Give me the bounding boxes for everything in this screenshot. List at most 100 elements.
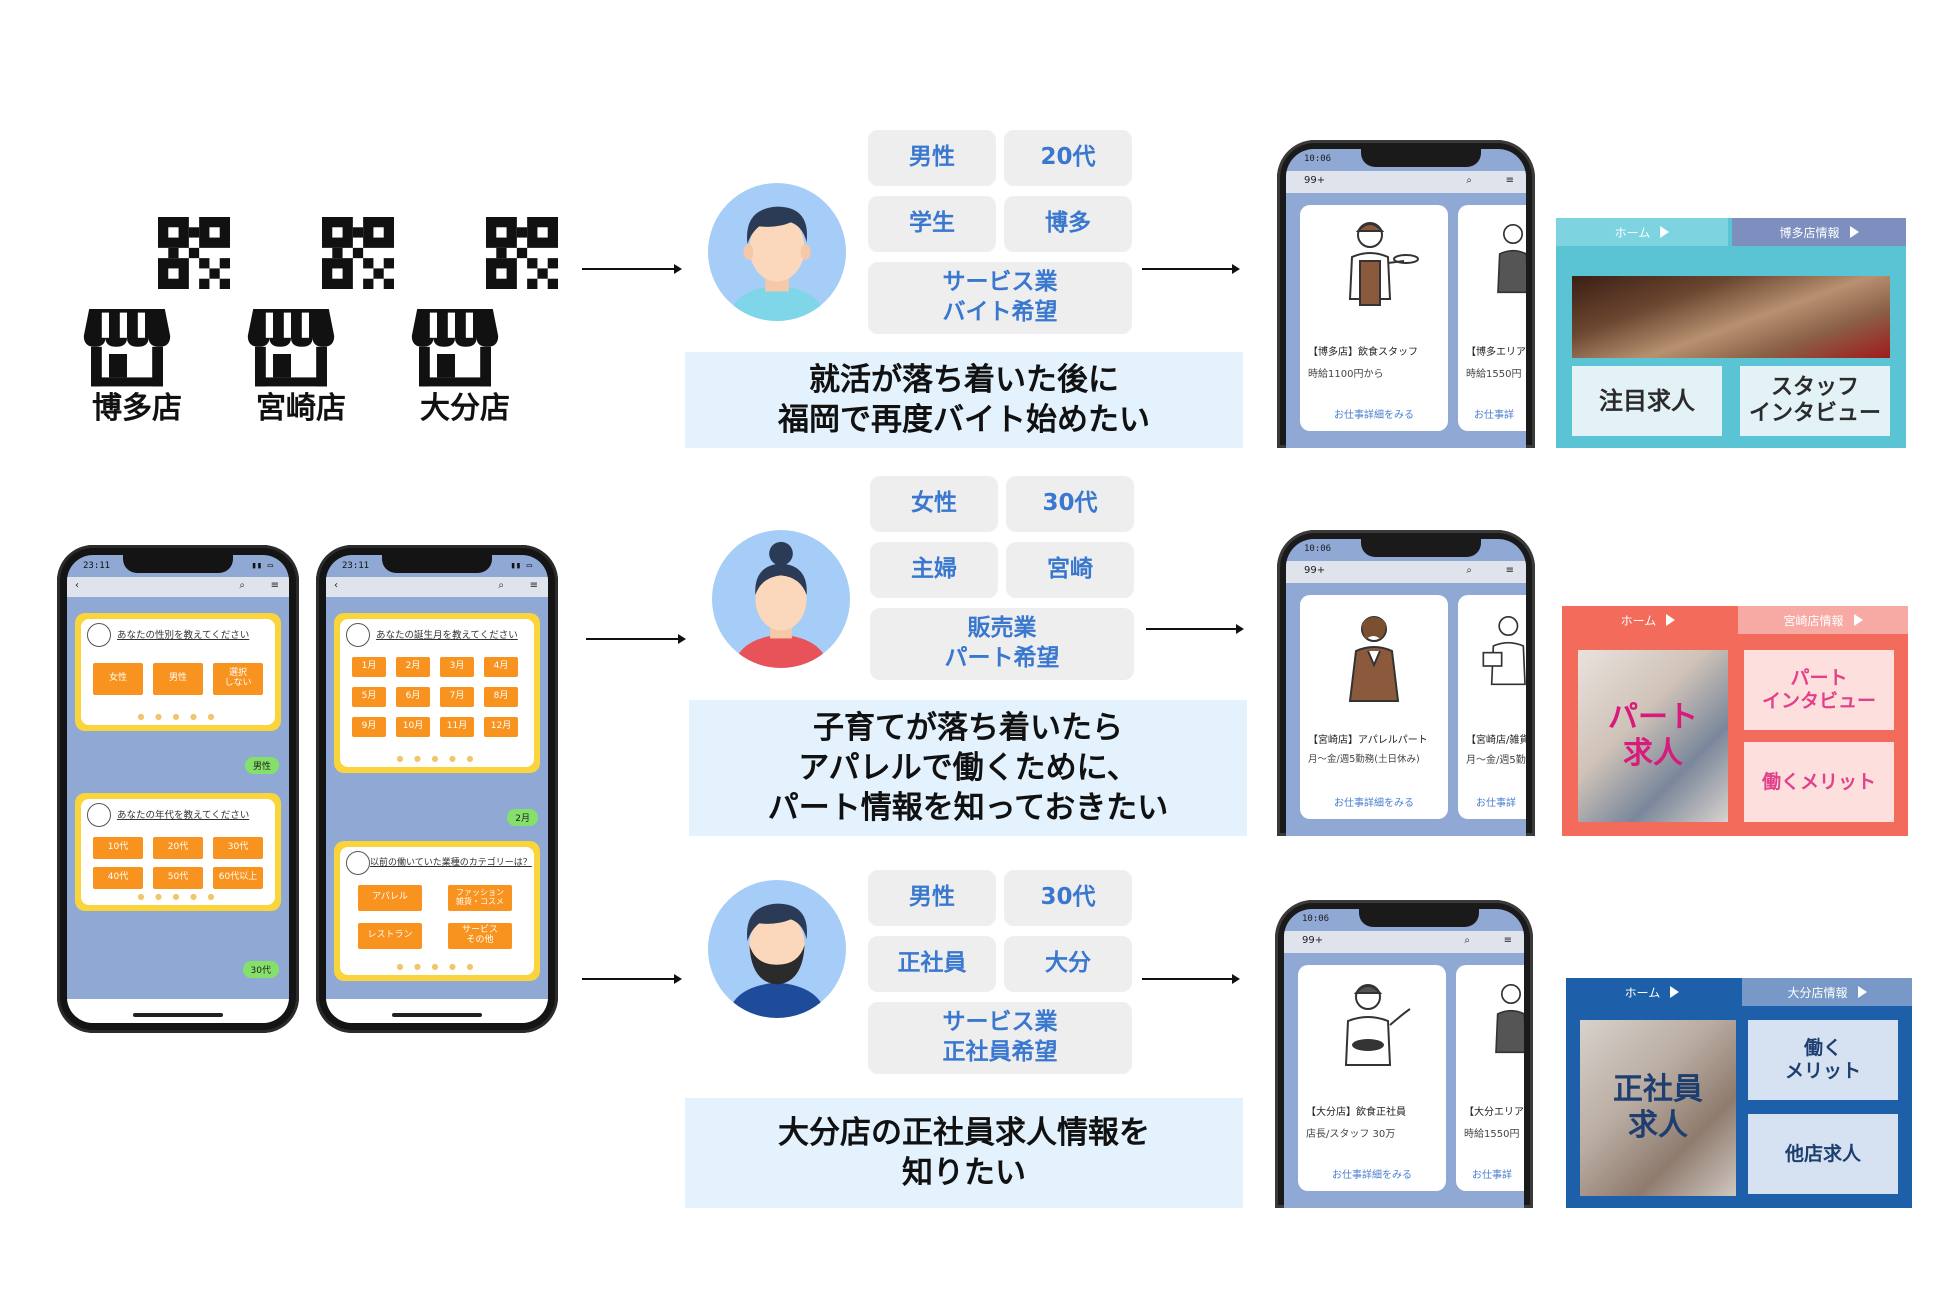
staff-illustration-icon xyxy=(1497,224,1526,294)
fulltime-jobs-box[interactable]: 正社員 求人 xyxy=(1580,1020,1736,1196)
search-icon[interactable]: ⌕ xyxy=(239,580,245,591)
menu-icon[interactable]: ≡ xyxy=(1505,565,1514,576)
question-card: 以前の働いていた業種のカテゴリーは？ アパレル ファッション 雑貨・コスメ レス… xyxy=(334,841,540,981)
job-hours: 月〜金/週5勤 xyxy=(1466,755,1526,766)
option-button[interactable]: 4月 xyxy=(484,657,518,677)
tab-home[interactable]: ホーム xyxy=(1566,978,1738,1006)
bot-avatar-icon xyxy=(87,803,111,827)
staff-interview-box[interactable]: スタッフ インタビュー xyxy=(1740,366,1890,436)
back-badge[interactable]: 99+ xyxy=(1304,175,1326,186)
status-bar: 23:11 ▮▮ ▭ xyxy=(342,561,532,575)
menu-icon[interactable]: ≡ xyxy=(1503,935,1512,946)
tab-home[interactable]: ホーム xyxy=(1556,218,1728,246)
job-detail-link[interactable]: お仕事詳細をみる xyxy=(1332,1170,1412,1181)
option-button[interactable]: 5月 xyxy=(352,687,386,707)
tab-store-info[interactable]: 博多店情報 xyxy=(1732,218,1906,246)
carousel-dots: ● ● ● ● ● xyxy=(137,892,219,901)
work-benefits-box[interactable]: 働くメリット xyxy=(1744,742,1894,822)
option-button[interactable]: 10代 xyxy=(93,837,143,859)
part-interview-box[interactable]: パート インタビュー xyxy=(1744,650,1894,730)
option-button[interactable]: 10月 xyxy=(396,717,430,737)
other-store-jobs-box[interactable]: 他店求人 xyxy=(1748,1114,1898,1194)
job-card[interactable]: 【博多店】飲食スタッフ 時給1100円から お仕事詳細をみる xyxy=(1300,205,1448,431)
persona-avatar-bearded-male xyxy=(708,880,846,1018)
job-detail-link[interactable]: お仕事詳 xyxy=(1472,1170,1512,1181)
tablet-staff-illustration-icon xyxy=(1482,616,1526,686)
arrow-icon xyxy=(1146,624,1244,634)
option-button[interactable]: ファッション 雑貨・コスメ xyxy=(448,885,512,911)
chat-phone-1: 23:11 ▮▮ ▭ ‹ ⌕ ≡ あなたの性別を教えてください 女性 男性 選択… xyxy=(57,545,299,1033)
work-benefits-box[interactable]: 働く メリット xyxy=(1748,1020,1898,1100)
search-icon[interactable]: ⌕ xyxy=(1464,935,1470,946)
tag-area: 宮崎 xyxy=(1006,542,1134,598)
tag-gender: 男性 xyxy=(868,870,996,926)
menu-icon[interactable]: ≡ xyxy=(270,580,279,591)
back-icon[interactable]: ‹ xyxy=(334,580,338,591)
option-button[interactable]: 女性 xyxy=(93,663,143,695)
option-button[interactable]: 選択 しない xyxy=(213,663,263,695)
option-button[interactable]: 8月 xyxy=(484,687,518,707)
phone-notch xyxy=(1359,909,1479,927)
tag-status: 学生 xyxy=(868,196,996,252)
app-nav: 99+ ⌕ ≡ xyxy=(1286,561,1526,583)
job-card[interactable]: 【宮崎店】アパレルパート 月〜金/週5勤務(土日休み) お仕事詳細をみる xyxy=(1300,595,1448,819)
option-button[interactable]: 12月 xyxy=(484,717,518,737)
status-time: 10:06 xyxy=(1304,544,1332,554)
staff-illustration-icon xyxy=(1495,984,1524,1054)
option-button[interactable]: 3月 xyxy=(440,657,474,677)
option-button[interactable]: 7月 xyxy=(440,687,474,707)
job-card[interactable]: 【宮崎店/雑貨 月〜金/週5勤 お仕事詳 xyxy=(1458,595,1526,819)
option-button[interactable]: 9月 xyxy=(352,717,386,737)
status-time: 10:06 xyxy=(1302,914,1330,924)
job-hours: 月〜金/週5勤務(土日休み) xyxy=(1308,754,1420,765)
menu-icon[interactable]: ≡ xyxy=(1505,175,1514,186)
option-button[interactable]: 6月 xyxy=(396,687,430,707)
job-title: 【宮崎店/雑貨 xyxy=(1466,735,1526,746)
status-time: 23:11 xyxy=(83,561,111,571)
job-screen: 10:06 99+ ⌕ ≡ 【大分店】飲食正社員 店長/スタッフ 30万 お仕事… xyxy=(1284,909,1524,1208)
job-detail-link[interactable]: お仕事詳細をみる xyxy=(1334,798,1414,809)
tab-home[interactable]: ホーム xyxy=(1562,606,1734,634)
back-icon[interactable]: ‹ xyxy=(75,580,79,591)
back-badge[interactable]: 99+ xyxy=(1304,565,1326,576)
job-detail-link[interactable]: お仕事詳細をみる xyxy=(1334,410,1414,421)
option-button[interactable]: 2月 xyxy=(396,657,430,677)
qr-code-icon xyxy=(158,217,230,289)
featured-jobs-box[interactable]: 注目求人 xyxy=(1572,366,1722,436)
job-card[interactable]: 【大分エリア 時給1550円 お仕事詳 xyxy=(1456,965,1524,1191)
tab-store-info[interactable]: 宮崎店情報 xyxy=(1738,606,1908,634)
option-button[interactable]: 11月 xyxy=(440,717,474,737)
menu-icon[interactable]: ≡ xyxy=(529,580,538,591)
chat-input-bar[interactable] xyxy=(67,999,289,1023)
job-card[interactable]: 【大分店】飲食正社員 店長/スタッフ 30万 お仕事詳細をみる xyxy=(1298,965,1446,1191)
job-card[interactable]: 【博多エリア 時給1550円 お仕事詳 xyxy=(1458,205,1526,431)
back-badge[interactable]: 99+ xyxy=(1302,935,1324,946)
part-time-jobs-box[interactable]: パート 求人 xyxy=(1578,650,1728,822)
option-button[interactable]: 1月 xyxy=(352,657,386,677)
search-icon[interactable]: ⌕ xyxy=(1466,565,1472,576)
tag-age: 30代 xyxy=(1006,476,1134,532)
option-button[interactable]: 40代 xyxy=(93,867,143,889)
battery-icon: ▮▮ ▭ xyxy=(510,561,532,571)
job-title: 【宮崎店】アパレルパート xyxy=(1308,735,1428,746)
play-icon xyxy=(1666,614,1676,626)
job-screen: 10:06 99+ ⌕ ≡ 【宮崎店】アパレルパート 月〜金/週5勤務(土日休み… xyxy=(1286,539,1526,836)
chat-input-bar[interactable] xyxy=(326,999,548,1023)
option-button[interactable]: サービス その他 xyxy=(448,923,512,949)
option-button[interactable]: 50代 xyxy=(153,867,203,889)
home-indicator xyxy=(133,1013,223,1017)
search-icon[interactable]: ⌕ xyxy=(1466,175,1472,186)
option-button[interactable]: 20代 xyxy=(153,837,203,859)
search-icon[interactable]: ⌕ xyxy=(498,580,504,591)
job-detail-link[interactable]: お仕事詳 xyxy=(1474,410,1514,421)
option-button[interactable]: レストラン xyxy=(358,923,422,949)
job-detail-link[interactable]: お仕事詳 xyxy=(1476,798,1516,809)
option-button[interactable]: アパレル xyxy=(358,885,422,911)
tag-gender: 男性 xyxy=(868,130,996,186)
option-button[interactable]: 60代以上 xyxy=(213,867,263,889)
chat-phone-2: 23:11 ▮▮ ▭ ‹ ⌕ ≡ あなたの誕生月を教えてください 1月 2月 3… xyxy=(316,545,558,1033)
option-button[interactable]: 男性 xyxy=(153,663,203,695)
tab-store-info[interactable]: 大分店情報 xyxy=(1742,978,1912,1006)
app-nav: 99+ ⌕ ≡ xyxy=(1284,931,1524,953)
option-button[interactable]: 30代 xyxy=(213,837,263,859)
